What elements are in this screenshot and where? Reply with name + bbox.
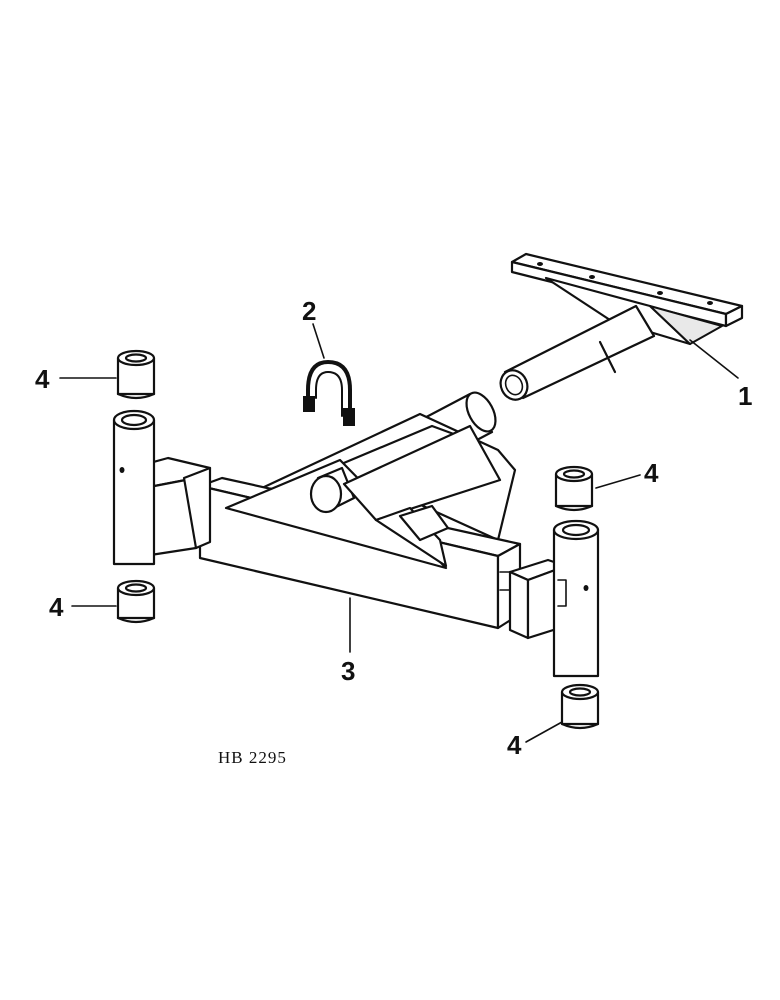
leader-4-lower-right — [525, 721, 563, 743]
callout-4-lower-left: 4 — [49, 592, 64, 622]
leader-4-upper-right — [595, 474, 641, 489]
callout-3: 3 — [341, 656, 355, 686]
part-2-u-bolt — [303, 360, 355, 426]
leader-lines — [59, 323, 739, 743]
part-3-axle-frame — [112, 391, 600, 678]
callout-4-lower-right: 4 — [507, 730, 522, 760]
part-4-bushing-upper-right — [554, 465, 594, 512]
part-4-bushing-upper-left — [116, 349, 156, 400]
part-4-bushing-lower-right — [560, 683, 600, 730]
part-1-mounting-bracket — [499, 252, 744, 401]
callout-2: 2 — [302, 296, 316, 326]
leader-2 — [312, 323, 325, 359]
figure-id: HB 2295 — [218, 748, 287, 767]
leader-1 — [689, 339, 739, 379]
callout-1: 1 — [738, 381, 752, 411]
part-4-bushing-lower-left — [116, 579, 156, 624]
callout-4-upper-left: 4 — [35, 364, 50, 394]
callout-4-upper-right: 4 — [644, 458, 659, 488]
